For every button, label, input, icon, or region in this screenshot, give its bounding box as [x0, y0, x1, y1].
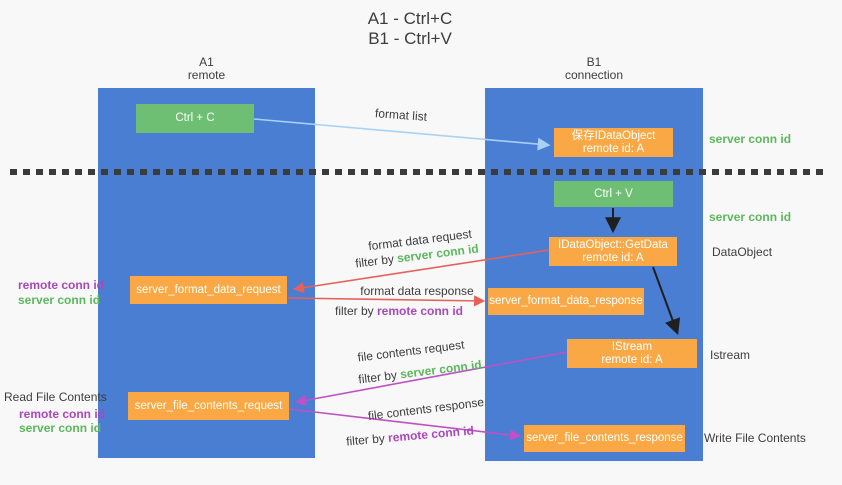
dataobject-label: DataObject [712, 245, 773, 259]
node-server-file-contents-response-label: server_file_contents_response [526, 432, 683, 444]
node-server-file-contents-request-label: server_file_contents_request [134, 399, 283, 412]
node-ctrl-c: Ctrl + C [136, 104, 254, 133]
node-istream-line1: IStream [611, 340, 653, 353]
filter-by-prefix: filter by [357, 367, 401, 387]
node-idataobject-getdata: IDataObject::GetData remote id: A [549, 237, 677, 266]
session-divider-dashed-line [10, 169, 823, 175]
remote-conn-id-value: remote conn id [387, 423, 475, 445]
left-bottom-server-conn-id-label: server conn id [19, 421, 102, 435]
left-column-id: A1 [199, 55, 214, 69]
left-column-header: A1 remote [98, 56, 315, 82]
right-column-name: connection [564, 68, 624, 82]
node-idataobject-getdata-line1: IDataObject::GetData [558, 238, 668, 251]
filter-by-prefix: filter by [345, 430, 389, 449]
left-column-name: remote [187, 68, 226, 82]
format-data-response-arrow [287, 295, 486, 307]
left-bottom-remote-conn-id-label: remote conn id [19, 407, 106, 421]
title-line-1: A1 - Ctrl+C [367, 9, 453, 28]
left-mid-server-conn-id-label: server conn id [18, 293, 101, 307]
filter-by-remote-conn-id-label-1: filter by remote conn id [324, 304, 474, 318]
node-istream-line2: remote id: A [601, 353, 663, 366]
node-save-idataobject-line2: remote id: A [582, 142, 645, 155]
title-line-2: B1 - Ctrl+V [368, 29, 452, 48]
node-server-file-contents-request: server_file_contents_request [128, 392, 289, 420]
filter-by-remote-conn-id-label-2: filter by remote conn id [335, 422, 486, 449]
diagram-title: A1 - Ctrl+C B1 - Ctrl+V [320, 9, 500, 49]
node-ctrl-c-label: Ctrl + C [175, 112, 215, 124]
remote-conn-id-value: remote conn id [377, 304, 464, 318]
node-save-idataobject: 保存IDataObject remote id: A [554, 128, 673, 157]
right-column-header: B1 connection [485, 56, 703, 82]
node-server-format-data-request-label: server_format_data_request [136, 283, 281, 296]
right-top-server-conn-id-label: server conn id [709, 132, 792, 146]
istream-label: Istream [710, 348, 751, 362]
node-ctrl-v-label: Ctrl + V [594, 187, 633, 200]
node-server-file-contents-response: server_file_contents_response [524, 425, 685, 452]
read-file-contents-label: Read File Contents [4, 390, 107, 404]
node-save-idataobject-line1: 保存IDataObject [571, 129, 656, 142]
node-ctrl-v: Ctrl + V [554, 181, 673, 207]
node-istream: IStream remote id: A [567, 339, 697, 368]
left-mid-remote-conn-id-label: remote conn id [18, 278, 105, 292]
format-data-response-label: format data response [360, 284, 474, 298]
write-file-contents-label: Write File Contents [704, 431, 806, 445]
node-server-format-data-request: server_format_data_request [130, 276, 287, 304]
file-contents-response-label: file contents response [367, 394, 485, 424]
server-conn-id-value: server conn id [399, 357, 483, 382]
format-list-label: format list [374, 106, 428, 124]
right-column-id: B1 [586, 55, 602, 69]
node-server-format-data-response-label: server_format_data_response [489, 295, 643, 307]
right-mid-server-conn-id-label: server conn id [709, 210, 792, 224]
node-server-format-data-response: server_format_data_response [488, 288, 644, 315]
filter-by-prefix: filter by [354, 251, 398, 271]
node-idataobject-getdata-line2: remote id: A [582, 251, 644, 264]
filter-by-prefix: filter by [334, 304, 377, 318]
